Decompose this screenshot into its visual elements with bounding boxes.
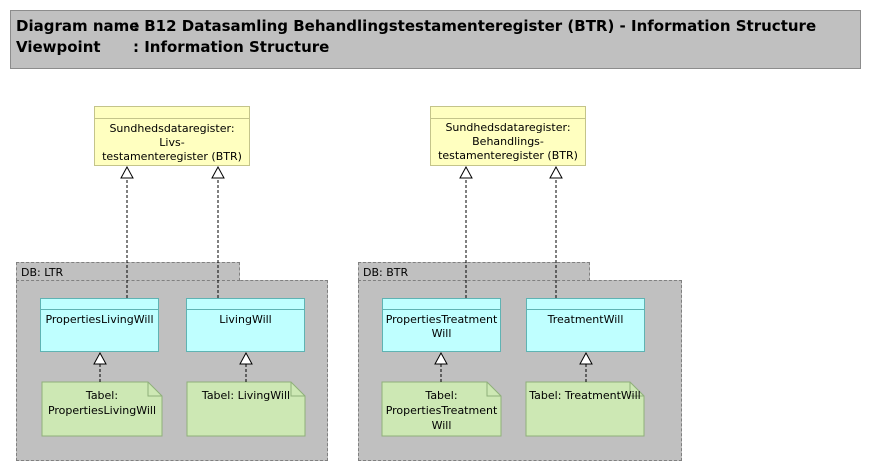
realization-arrowhead bbox=[120, 165, 134, 179]
treatmentwill-object[interactable]: TreatmentWill bbox=[526, 298, 645, 352]
realization-arrowhead bbox=[579, 351, 593, 365]
livingwill-label: LivingWill bbox=[219, 313, 272, 326]
treatmentwill-label: TreatmentWill bbox=[547, 313, 624, 326]
object-header-bar bbox=[95, 118, 249, 119]
behandlingstestamenteregister-label: Sundhedsdataregister: Behandlings- testa… bbox=[438, 121, 578, 162]
viewpoint-value: : Information Structure bbox=[133, 38, 330, 56]
livingwill-object[interactable]: LivingWill bbox=[186, 298, 305, 352]
realization-arrowhead bbox=[93, 351, 107, 365]
propertiestreatmentwill-object[interactable]: PropertiesTreatment Will bbox=[382, 298, 501, 352]
viewpoint-row: Viewpoint : Information Structure bbox=[16, 38, 329, 56]
artifact-livingwill-label: Tabel: LivingWill bbox=[201, 389, 291, 402]
viewpoint-label: Viewpoint bbox=[16, 38, 101, 56]
object-header-bar bbox=[431, 118, 585, 119]
behandlingstestamenteregister-object[interactable]: Sundhedsdataregister: Behandlings- testa… bbox=[430, 106, 586, 166]
diagram-name-label: Diagram name bbox=[16, 17, 140, 35]
object-header-bar bbox=[383, 309, 500, 310]
artifact-treatmentwill[interactable] bbox=[525, 381, 645, 437]
artifact-propertiestreatmentwill-label: Tabel: PropertiesTreatment Will bbox=[385, 389, 498, 432]
livstestamenteregister-label: Sundhedsdataregister: Livs- testamentere… bbox=[102, 122, 242, 163]
package-ltr-title[interactable]: DB: LTR bbox=[16, 262, 240, 281]
diagram-name-row: Diagram name: B12 Datasamling Behandling… bbox=[16, 17, 816, 35]
object-header-bar bbox=[41, 309, 158, 310]
object-header-bar bbox=[187, 309, 304, 310]
realization-arrowhead bbox=[211, 165, 225, 179]
artifact-treatmentwill-label: Tabel: TreatmentWill bbox=[529, 389, 641, 402]
artifact-livingwill[interactable] bbox=[186, 381, 306, 437]
realization-arrowhead bbox=[459, 165, 473, 179]
realization-arrowhead bbox=[549, 165, 563, 179]
artifact-propertiestreatmentwill[interactable] bbox=[381, 381, 502, 437]
realization-arrowhead bbox=[434, 351, 448, 365]
artifact-propertieslivingwill[interactable] bbox=[41, 381, 163, 437]
propertieslivingwill-object[interactable]: PropertiesLivingWill bbox=[40, 298, 159, 352]
diagram-header: Diagram name: B12 Datasamling Behandling… bbox=[10, 10, 861, 69]
propertiestreatmentwill-label: PropertiesTreatment Will bbox=[385, 313, 498, 340]
livstestamenteregister-object[interactable]: Sundhedsdataregister: Livs- testamentere… bbox=[94, 106, 250, 166]
diagram-name-value: : B12 Datasamling Behandlingstestamenter… bbox=[133, 17, 817, 35]
artifact-propertieslivingwill-label: Tabel: PropertiesLivingWill bbox=[47, 389, 157, 417]
realization-arrowhead bbox=[239, 351, 253, 365]
object-header-bar bbox=[527, 309, 644, 310]
package-btr-title[interactable]: DB: BTR bbox=[358, 262, 590, 281]
propertieslivingwill-label: PropertiesLivingWill bbox=[45, 313, 154, 326]
